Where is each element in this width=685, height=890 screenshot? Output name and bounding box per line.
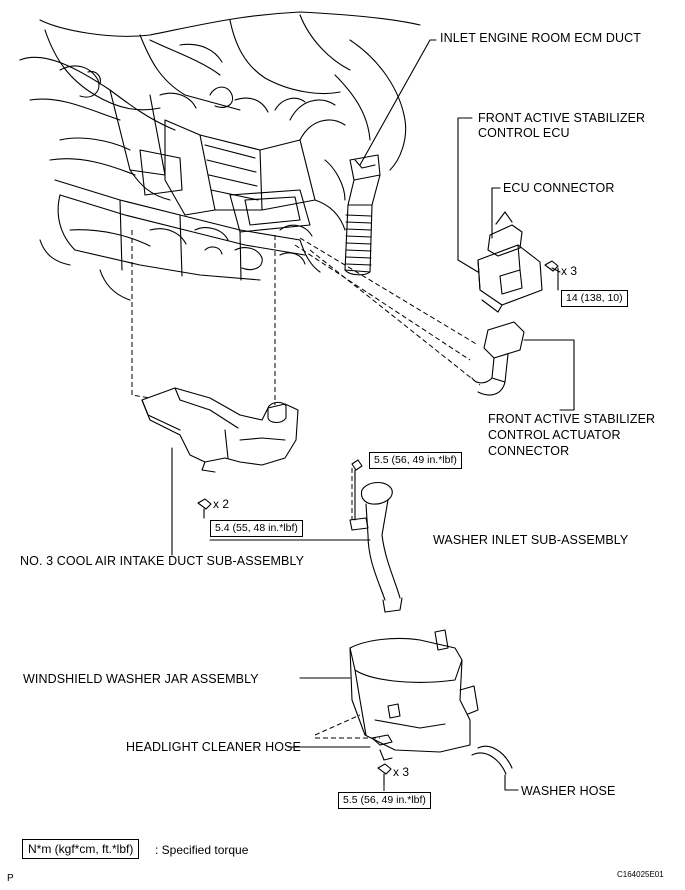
qty-ecu-bolts: x 3 [561, 264, 578, 278]
page-mark-left: P [7, 873, 14, 884]
legend-torque-unit-box: N*m (kgf*cm, ft.*lbf) [22, 839, 140, 859]
washer-hose [471, 745, 513, 775]
engine-bay-illustration [19, 11, 421, 301]
inlet-engine-room-ecm-duct [344, 154, 381, 276]
alignment-lines [131, 230, 481, 792]
actuator-connector [471, 321, 525, 396]
label-stabilizer-ecu-line2: CONTROL ECU [478, 126, 570, 140]
torque-washer-inlet-bolt: 5.5 (56, 49 in.*lbf) [369, 452, 462, 469]
label-cool-air-duct: NO. 3 COOL AIR INTAKE DUCT SUB-ASSEMBLY [20, 554, 305, 568]
label-headlight-hose: HEADLIGHT CLEANER HOSE [126, 740, 301, 754]
windshield-washer-jar [349, 629, 479, 761]
duct-bolt [197, 498, 212, 519]
no3-cool-air-intake-duct [141, 387, 299, 473]
ecu-bolt [544, 260, 561, 273]
jar-bolt [377, 763, 392, 787]
washer-inlet-sub-assembly [349, 459, 403, 613]
label-inlet-duct: INLET ENGINE ROOM ECM DUCT [440, 31, 641, 45]
label-ecu-connector: ECU CONNECTOR [503, 181, 615, 195]
label-washer-hose: WASHER HOSE [521, 784, 616, 798]
figure-code: C164025E01 [617, 870, 664, 879]
qty-duct-bolts: x 2 [213, 497, 230, 511]
front-active-stabilizer-control-ecu [477, 211, 543, 313]
label-actuator-line2: CONTROL ACTUATOR [488, 428, 621, 442]
label-washer-inlet: WASHER INLET SUB-ASSEMBLY [433, 533, 629, 547]
label-washer-jar: WINDSHIELD WASHER JAR ASSEMBLY [23, 672, 259, 686]
torque-ecu-bolts: 14 (138, 10) [561, 290, 628, 307]
legend-specified-torque: : Specified torque [155, 843, 249, 857]
torque-jar-bolts: 5.5 (56, 49 in.*lbf) [338, 792, 431, 809]
torque-duct-bolts: 5.4 (55, 48 in.*lbf) [210, 520, 303, 537]
leader-lines [171, 39, 575, 791]
label-actuator-line3: CONNECTOR [488, 444, 570, 458]
qty-jar-bolts: x 3 [393, 765, 410, 779]
label-stabilizer-ecu-line1: FRONT ACTIVE STABILIZER [478, 111, 646, 125]
label-actuator-line1: FRONT ACTIVE STABILIZER [488, 412, 656, 426]
